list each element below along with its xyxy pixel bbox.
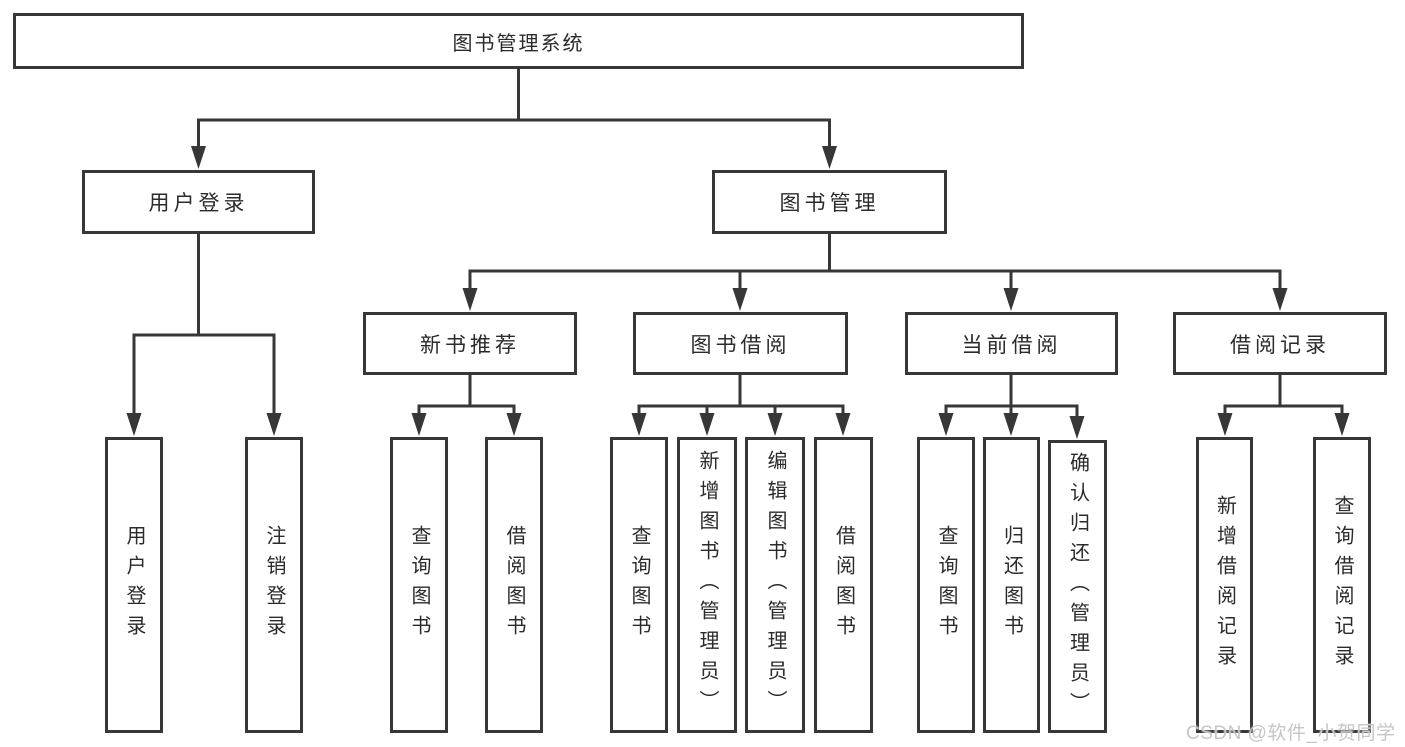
node-label: 确认归还（管理员） xyxy=(1066,451,1089,722)
leaf-add-books-admin: 新增图书（管理员） xyxy=(677,437,737,733)
node-label: 借阅图书 xyxy=(503,525,525,645)
watermark: CSDN @软件_小贺同学 xyxy=(1186,723,1396,744)
leaf-user-login: 用户登录 xyxy=(105,437,163,733)
leaf-return-books: 归还图书 xyxy=(983,437,1040,733)
node-borrowing-records: 借阅记录 xyxy=(1173,312,1387,375)
node-book-borrowing: 图书借阅 xyxy=(633,312,848,375)
node-label: 图书管理系统 xyxy=(452,32,585,55)
node-label: 图书借阅 xyxy=(690,333,791,357)
node-label: 查询图书 xyxy=(935,525,957,645)
leaf-query-books-current: 查询图书 xyxy=(917,437,975,733)
leaf-confirm-return-admin: 确认归还（管理员） xyxy=(1048,440,1107,733)
node-label: 注销登录 xyxy=(263,525,285,645)
leaf-add-borrow-record: 新增借阅记录 xyxy=(1196,437,1253,733)
node-label: 新增借阅记录 xyxy=(1213,495,1236,675)
node-user-login: 用户登录 xyxy=(82,170,315,234)
node-label: 用户登录 xyxy=(123,525,145,645)
node-label: 归还图书 xyxy=(1000,525,1023,645)
node-label: 查询借阅记录 xyxy=(1331,495,1353,675)
leaf-query-borrow-record: 查询借阅记录 xyxy=(1313,437,1371,733)
node-label: 借阅记录 xyxy=(1230,333,1330,357)
node-label: 借阅图书 xyxy=(832,525,855,645)
leaf-borrow-books-recommend: 借阅图书 xyxy=(485,437,543,733)
leaf-logout: 注销登录 xyxy=(245,437,303,733)
node-book-management: 图书管理 xyxy=(712,170,947,234)
node-book-management-system: 图书管理系统 xyxy=(13,13,1024,69)
node-label: 编辑图书（管理员） xyxy=(764,450,786,720)
leaf-query-books-recommend: 查询图书 xyxy=(390,437,448,733)
node-label: 查询图书 xyxy=(408,525,430,645)
node-label: 图书管理 xyxy=(779,192,880,215)
node-label: 查询图书 xyxy=(628,525,650,645)
node-label: 当前借阅 xyxy=(961,333,1062,357)
leaf-edit-books-admin: 编辑图书（管理员） xyxy=(745,437,805,733)
node-new-book-recommend: 新书推荐 xyxy=(363,312,577,375)
node-label: 新书推荐 xyxy=(420,333,520,357)
node-label: 新增图书（管理员） xyxy=(696,450,718,720)
leaf-query-books-borrowing: 查询图书 xyxy=(610,437,668,733)
node-label: 用户登录 xyxy=(148,192,249,215)
leaf-borrow-books: 借阅图书 xyxy=(814,437,873,733)
node-current-borrowing: 当前借阅 xyxy=(905,312,1118,375)
